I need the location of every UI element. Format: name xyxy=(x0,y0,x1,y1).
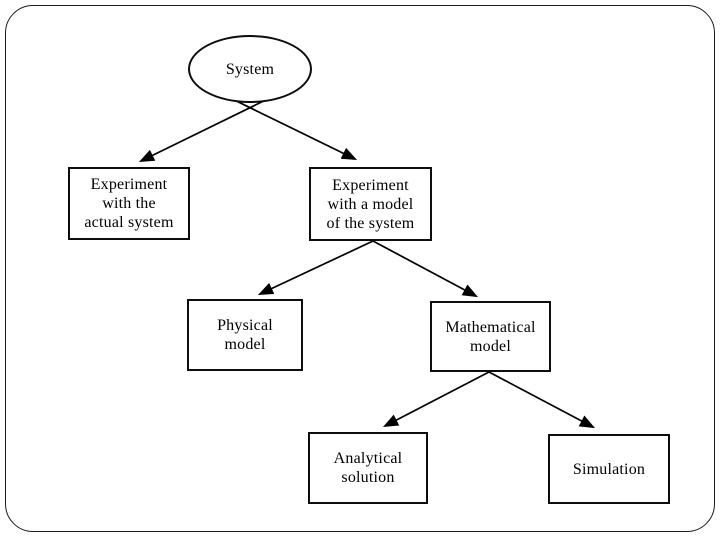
node-label-line: Analytical xyxy=(333,450,403,467)
node-label-line: Simulation xyxy=(572,460,646,478)
node-label-line: Experiment xyxy=(90,176,168,193)
node-label-line: with a model xyxy=(327,195,414,213)
node-analytical-solution: Analytical solution xyxy=(308,432,428,504)
node-label-line: actual system xyxy=(84,214,174,231)
node-label-line: Experiment xyxy=(332,176,409,194)
node-label-line: of the system xyxy=(326,214,415,232)
node-experiment-actual: Experiment with the actual system xyxy=(68,167,190,240)
slide-border xyxy=(5,5,715,532)
node-simulation: Simulation xyxy=(548,434,670,504)
node-label: System xyxy=(225,60,275,78)
node-label-line: model xyxy=(224,336,266,353)
node-label-line: Mathematical xyxy=(445,318,536,336)
node-experiment-model: Experiment with a model of the system xyxy=(309,167,432,241)
node-label-line: with the xyxy=(102,195,156,212)
node-physical-model: Physical model xyxy=(187,299,303,371)
node-mathematical-model: Mathematical model xyxy=(430,301,551,372)
node-label-line: Physical xyxy=(217,317,273,334)
node-label-line: solution xyxy=(341,469,395,486)
node-system: System xyxy=(188,35,312,103)
node-label-line: model xyxy=(470,337,511,355)
